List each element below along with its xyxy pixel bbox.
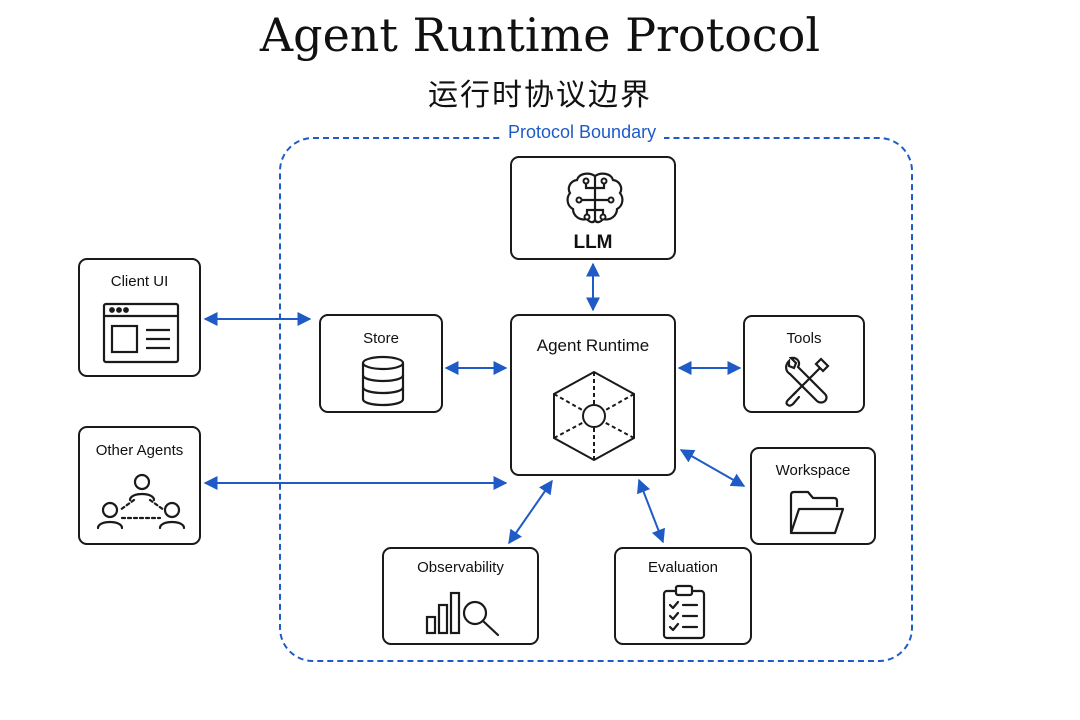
observability-label: Observability <box>417 559 504 576</box>
diagram-subtitle: 运行时协议边界 <box>428 78 652 113</box>
brain-icon <box>566 172 624 224</box>
client-ui-node: Client UI <box>78 258 201 377</box>
client-ui-label: Client UI <box>110 273 169 290</box>
evaluation-label: Evaluation <box>647 559 719 576</box>
arrow-runtime-evaluation <box>637 478 665 544</box>
checklist-clipboard-icon <box>662 584 706 640</box>
folder-icon <box>789 490 845 535</box>
people-network-icon <box>96 473 186 530</box>
workspace-label: Workspace <box>775 462 851 479</box>
store-node: Store <box>319 314 443 413</box>
hexagon-core-icon <box>553 370 635 462</box>
store-label: Store <box>363 330 399 347</box>
tools-label: Tools <box>786 330 822 347</box>
observability-node: Observability <box>382 547 539 645</box>
browser-window-icon <box>102 302 180 364</box>
workspace-node: Workspace <box>750 447 876 545</box>
llm-label: LLM <box>573 232 613 253</box>
other-agents-node: Other Agents <box>78 426 201 545</box>
database-icon <box>361 355 405 407</box>
diagram-title: Agent Runtime Protocol <box>259 8 821 62</box>
agent-runtime-node: Agent Runtime <box>510 314 676 476</box>
evaluation-node: Evaluation <box>614 547 752 645</box>
agent-runtime-label: Agent Runtime <box>536 336 650 355</box>
llm-node: LLM <box>510 156 676 260</box>
arrow-runtime-observability <box>508 479 553 545</box>
protocol-boundary-label: Protocol Boundary <box>500 122 665 143</box>
arrow-runtime-workspace <box>679 449 746 487</box>
bar-chart-magnifier-icon <box>425 591 500 637</box>
tools-icon <box>785 356 830 407</box>
other-agents-label: Other Agents <box>95 442 184 459</box>
tools-node: Tools <box>743 315 865 413</box>
